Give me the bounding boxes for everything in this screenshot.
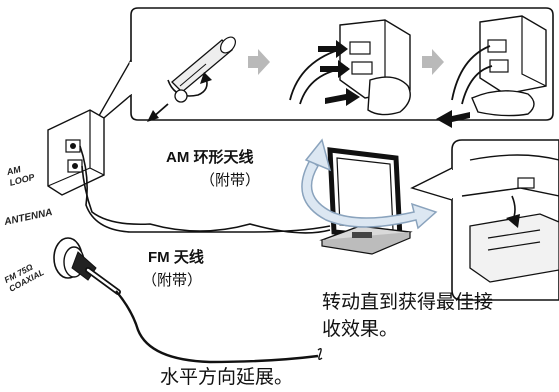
am-antenna-lead — [79, 145, 331, 234]
rotate-arrow-icon — [301, 138, 438, 230]
wire-break-icon — [317, 347, 323, 361]
am-antenna-note: （附带） — [200, 171, 261, 189]
step-arrow-icon — [248, 49, 270, 75]
release-tab-step — [436, 15, 547, 128]
fm-antenna-note: （附带） — [142, 271, 203, 289]
fm-coaxial-connector — [53, 237, 121, 295]
stand-detail-callout — [410, 139, 559, 301]
fm-antenna-lead — [115, 290, 319, 364]
rear-panel-terminal — [47, 109, 105, 196]
insert-wire-step — [289, 19, 411, 116]
rotate-caption: 转动直到获得最佳接 收效果。 — [322, 289, 493, 343]
fm-antenna-title: FM 天线 — [148, 249, 204, 266]
am-antenna-title: AM 环形天线 — [166, 149, 254, 166]
extend-caption: 水平方向延展。 — [160, 366, 294, 388]
step-arrow-icon — [422, 49, 444, 75]
rotate-caption-line1: 转动直到获得最佳接 — [322, 291, 494, 313]
wire-connection-callout — [91, 7, 554, 129]
am-loop-antenna — [319, 147, 413, 255]
twist-wire-step — [147, 36, 236, 122]
rotate-caption-line2: 收效果。 — [322, 318, 399, 340]
